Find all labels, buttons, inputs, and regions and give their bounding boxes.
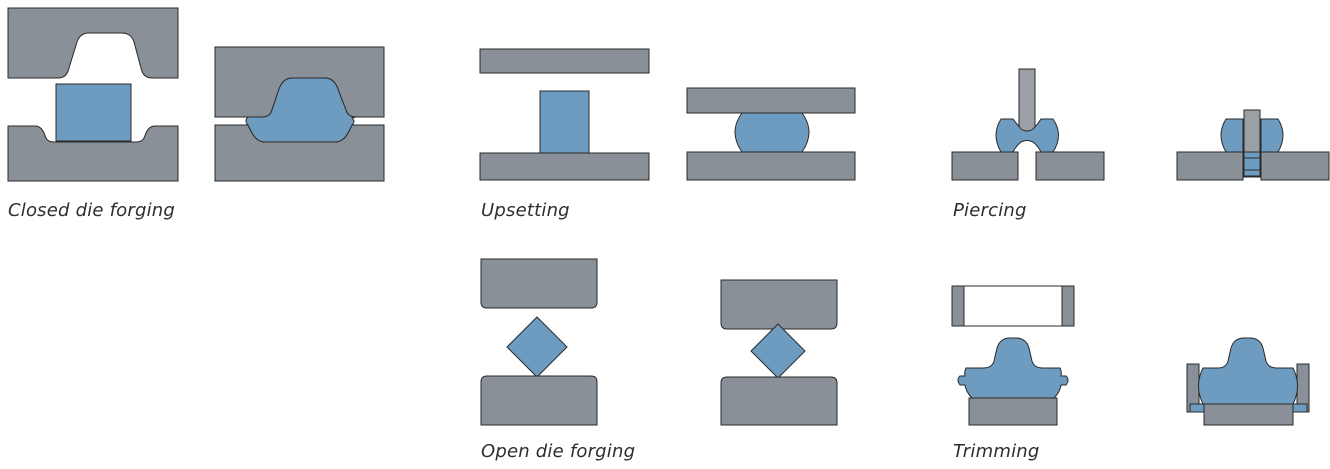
trimming-start-state	[951, 285, 1075, 426]
piercing-end-state	[1176, 109, 1330, 181]
open-die-upper-die	[480, 258, 598, 309]
trimming-caption: Trimming	[953, 441, 1040, 462]
closed-die-upper-die	[7, 7, 179, 79]
trimming-frame-right-jaw	[1061, 285, 1075, 327]
upsetting-billet	[539, 90, 590, 154]
piercing-slug	[1243, 151, 1261, 178]
trimming-lower-punch-end	[1203, 403, 1294, 426]
open-die-forged-billet	[750, 323, 806, 379]
upsetting-start-state	[479, 48, 650, 181]
trimming-trimmed-part	[1198, 337, 1298, 405]
open-die-end-state	[720, 279, 838, 426]
piercing-start-state	[951, 68, 1105, 181]
closed-die-closed-state	[214, 46, 385, 182]
open-die-start-state	[480, 258, 598, 426]
closed-die-open-state	[7, 7, 179, 182]
trimming-die-frame	[951, 285, 1075, 327]
open-die-upper-die-closed	[720, 279, 838, 330]
closed-die-forged-part	[245, 77, 357, 143]
upsetting-upper-die	[479, 48, 650, 74]
trimming-lower-punch	[968, 397, 1058, 426]
trimming-end-state	[1186, 337, 1310, 426]
upsetting-bulged-part	[734, 112, 810, 153]
piercing-workpiece	[995, 118, 1059, 153]
upsetting-lower-die	[479, 152, 650, 181]
piercing-punch-through	[1243, 109, 1261, 153]
trimming-flash-right	[1292, 403, 1308, 413]
piercing-lower-die-end	[1176, 151, 1330, 181]
trimming-flash-left	[1189, 403, 1205, 413]
piercing-caption: Piercing	[953, 200, 1027, 221]
piercing-slug-lines	[1244, 157, 1260, 177]
upsetting-upper-die-closed	[686, 87, 856, 114]
closed-die-billet	[55, 83, 132, 142]
piercing-punch	[1018, 68, 1036, 137]
open-die-square-billet	[506, 316, 568, 378]
closed-die-forging-caption: Closed die forging	[8, 200, 176, 221]
open-die-lower-die	[480, 375, 598, 426]
open-die-forging-caption: Open die forging	[481, 441, 636, 462]
closed-die-lower-die	[7, 125, 179, 182]
open-die-lower-die-closed	[720, 376, 838, 426]
piercing-hole-inner	[1017, 152, 1037, 180]
piercing-ring-left	[1220, 118, 1244, 153]
upsetting-end-state	[686, 87, 856, 181]
upsetting-lower-die-closed	[686, 151, 856, 181]
trimming-frame-left-jaw	[951, 285, 965, 327]
piercing-lower-die	[951, 151, 1105, 181]
piercing-ring-right	[1260, 118, 1284, 153]
trimming-forged-part-with-flash	[957, 337, 1069, 399]
upsetting-caption: Upsetting	[481, 200, 570, 221]
